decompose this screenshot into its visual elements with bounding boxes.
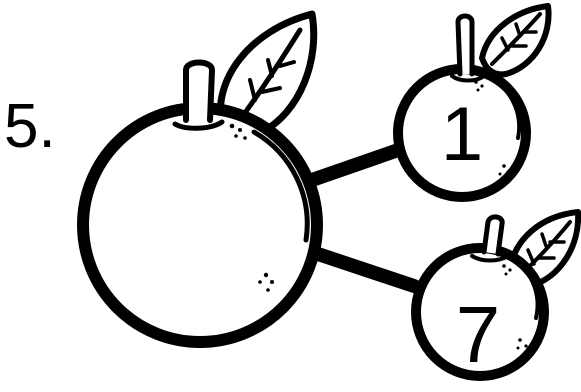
connector-top xyxy=(312,148,404,180)
whole-apple xyxy=(83,14,317,342)
part-apple-top-leaf-icon xyxy=(482,6,549,74)
part-value-top: 1 xyxy=(441,92,483,177)
connector-bottom xyxy=(312,252,414,286)
part-value-bottom: 7 xyxy=(456,290,501,379)
